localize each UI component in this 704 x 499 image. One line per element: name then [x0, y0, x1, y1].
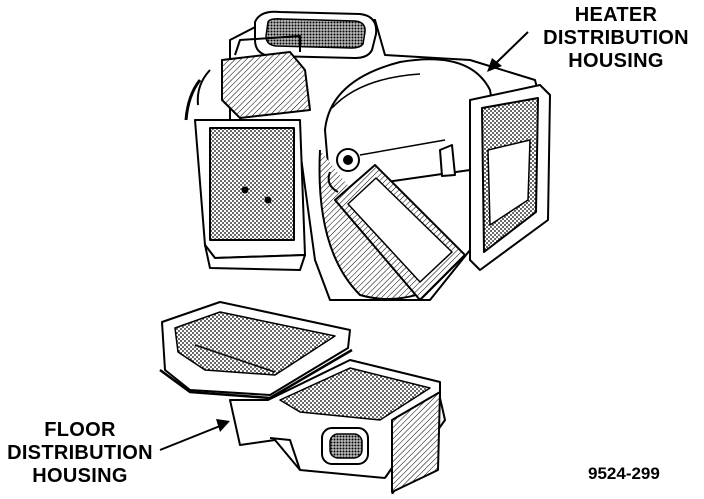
- heater-label-line-2: DISTRIBUTION: [543, 27, 689, 49]
- floor-label-line-2: DISTRIBUTION: [7, 442, 153, 464]
- figure-number: 9524-299: [588, 464, 660, 483]
- heater-distribution-housing: [184, 10, 551, 301]
- floor-distribution-housing-label: FLOOR DISTRIBUTION HOUSING: [0, 419, 160, 488]
- heater-label-line-3: HOUSING: [568, 50, 664, 72]
- heater-callout-arrow: [487, 31, 529, 72]
- heater-label-line-1: HEATER: [574, 4, 658, 26]
- floor-distribution-housing: [159, 301, 446, 495]
- heater-distribution-housing-label: HEATER DISTRIBUTION HOUSING: [528, 4, 704, 73]
- floor-label-line-1: FLOOR: [44, 419, 116, 441]
- floor-callout-arrow: [159, 419, 230, 451]
- floor-label-line-3: HOUSING: [32, 465, 128, 487]
